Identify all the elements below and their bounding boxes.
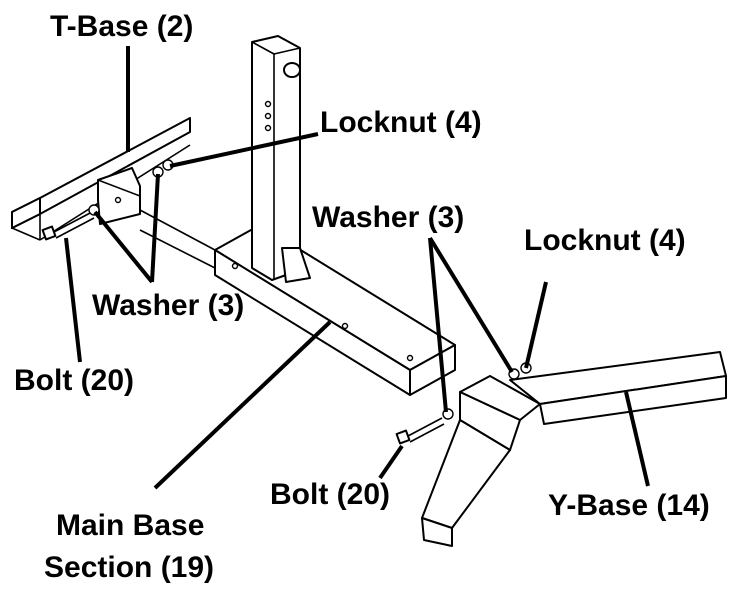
bolt-bottom-label: Bolt (20): [270, 478, 390, 511]
main-base-label-line1: Main Base: [56, 509, 205, 542]
washer-left-label: Washer (3): [92, 289, 245, 322]
leader-locknut-right: [524, 281, 548, 369]
leader-locknut-top: [169, 132, 319, 168]
bolt-left-label: Bolt (20): [14, 364, 134, 397]
leader-bolt-bottom: [378, 444, 404, 480]
leader-washer-mid-2: [428, 237, 448, 413]
locknut-right-label: Locknut (4): [524, 224, 686, 257]
leader-washer-left-2: [150, 173, 160, 283]
leader-washer-mid-1: [428, 236, 514, 374]
leader-main-base: [153, 320, 332, 490]
t-base-label: T-Base (2): [50, 10, 194, 43]
main-base-label-line2: Section (19): [44, 551, 215, 584]
leader-washer-left-1: [93, 210, 154, 284]
locknut-top-label: Locknut (4): [320, 106, 482, 139]
leader-lines: [64, 46, 650, 490]
upright-post: [251, 35, 311, 283]
leader-bolt-left: [64, 237, 82, 363]
t-base-part: [11, 117, 191, 241]
y-base-label: Y-Base (14): [548, 489, 710, 522]
y-base-part: [421, 351, 727, 547]
leader-y-base: [624, 391, 650, 487]
washer-mid-label: Washer (3): [312, 201, 465, 234]
